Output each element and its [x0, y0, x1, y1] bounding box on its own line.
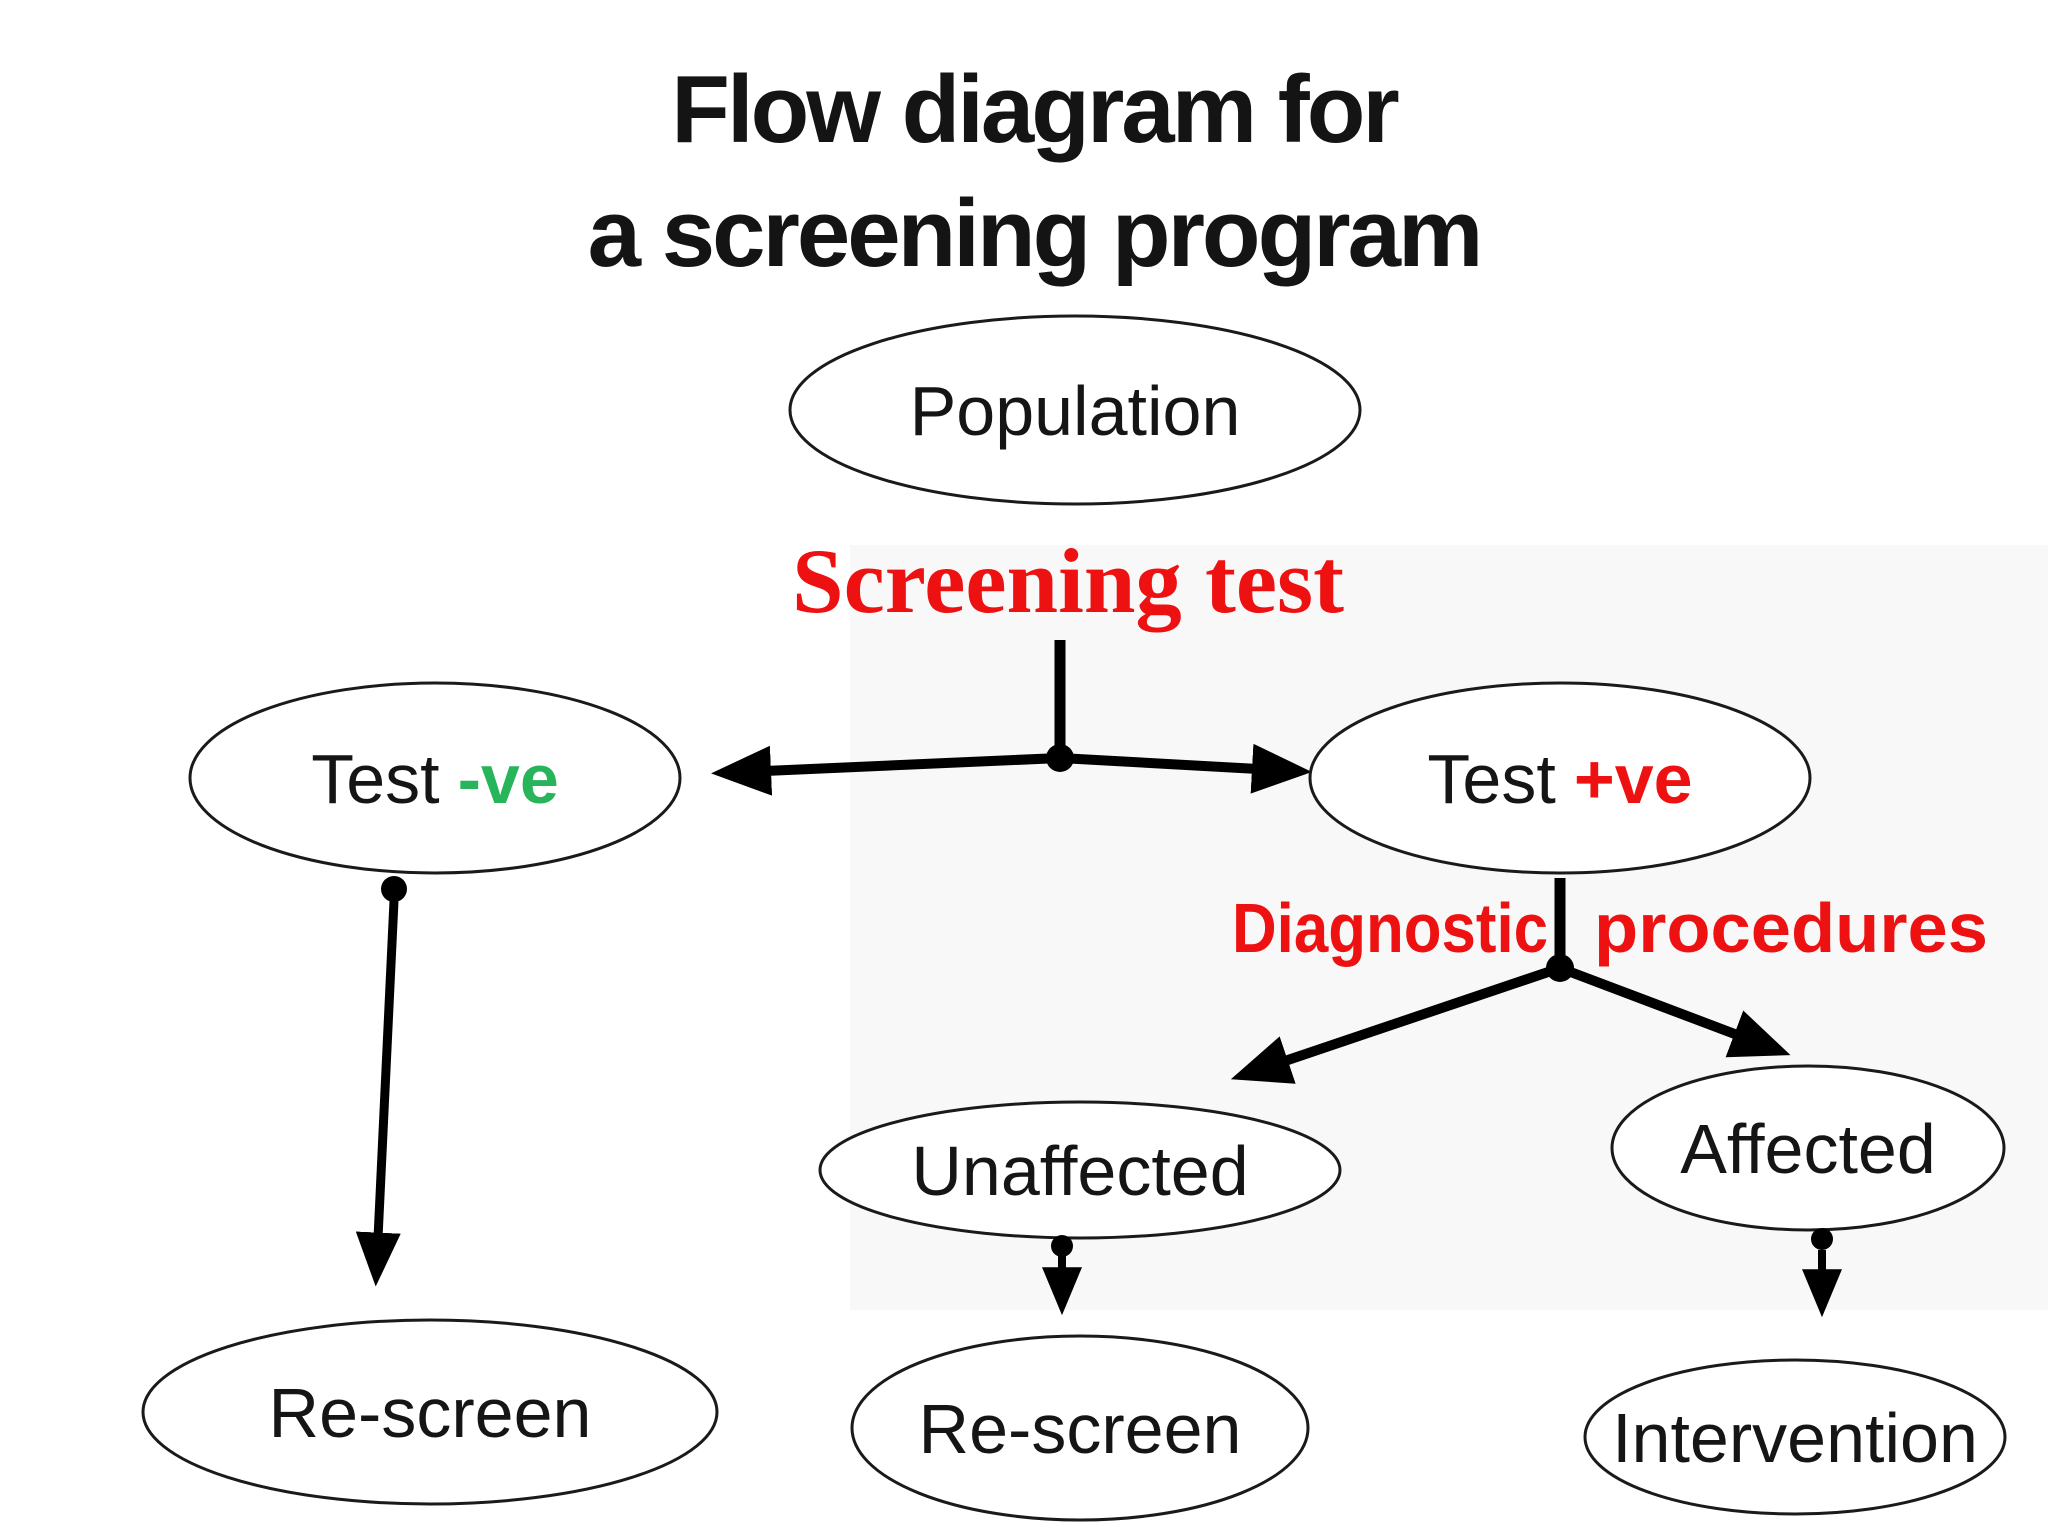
- affected-node: [1610, 1064, 2006, 1232]
- test-positive-node: [1308, 681, 1812, 875]
- unaffected-label: Unaffected: [911, 1132, 1248, 1210]
- intervention-node: [1583, 1358, 2007, 1516]
- diagnostic-procedures-word2: procedures: [1594, 889, 1988, 967]
- screening-test-label: Screening test: [792, 530, 1344, 632]
- unaffected-node: [818, 1100, 1342, 1240]
- rescreen-left-node: [141, 1318, 719, 1506]
- arrow-to-unaffected: [1230, 963, 1562, 1084]
- test-positive-prefix: Test: [1427, 740, 1555, 818]
- rescreen-middle-node: [850, 1334, 1310, 1522]
- page-title-line1: Flow diagram for: [671, 56, 1398, 163]
- population-node: [788, 314, 1362, 506]
- arrow-test-negative-to-rescreen: [355, 900, 401, 1287]
- test-positive-qualifier: +ve: [1574, 740, 1693, 818]
- page-title-line2: a screening program: [588, 180, 1481, 287]
- test-negative-prefix: Test: [311, 740, 439, 818]
- test-negative-node: [188, 681, 682, 875]
- test-negative-junction-dot: [381, 876, 407, 902]
- test-positive-label: Test+ve: [1427, 740, 1692, 818]
- arrow-to-test-positive: [1059, 743, 1312, 794]
- rescreen-middle-label: Re-screen: [919, 1390, 1242, 1468]
- diagnostic-procedures-word1: Diagnostic: [1232, 889, 1548, 967]
- affected-junction-dot: [1811, 1228, 1833, 1250]
- arrow-to-affected: [1558, 963, 1791, 1058]
- affected-label: Affected: [1680, 1110, 1936, 1188]
- test-negative-label: Test-ve: [311, 740, 559, 818]
- population-label: Population: [910, 372, 1241, 450]
- arrow-to-test-negative: [711, 745, 1061, 796]
- rescreen-left-label: Re-screen: [269, 1374, 592, 1452]
- unaffected-junction-dot: [1051, 1235, 1073, 1257]
- intervention-label: Intervention: [1612, 1399, 1978, 1477]
- test-negative-qualifier: -ve: [458, 740, 559, 818]
